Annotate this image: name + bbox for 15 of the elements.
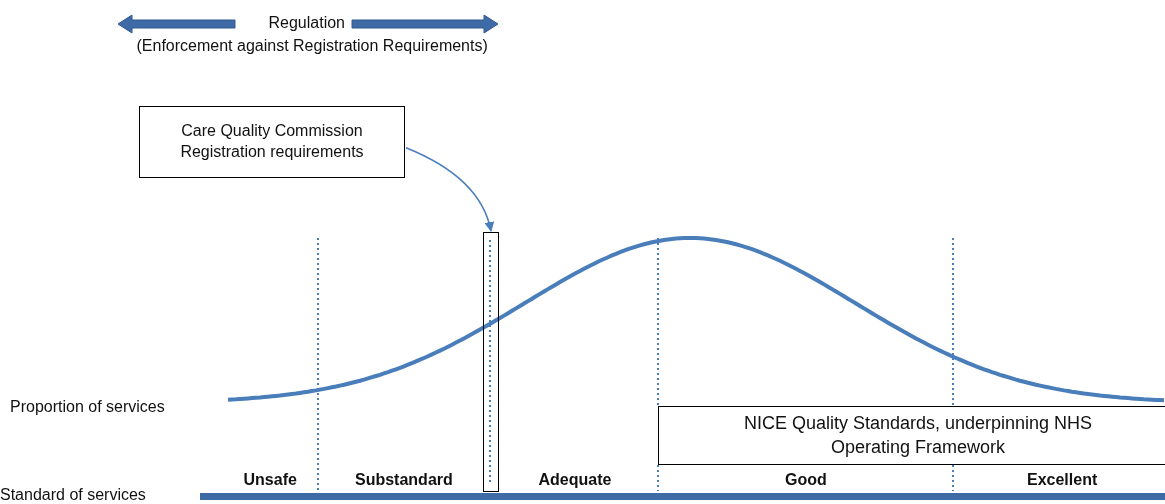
subheading-text: (Enforcement against Registration Requirements) (136, 37, 488, 55)
box-shape (483, 232, 499, 492)
arrow (405, 147, 494, 232)
category-label: Excellent (1027, 471, 1098, 489)
category-label: Unsafe (243, 471, 297, 489)
text-box (139, 106, 405, 178)
box-text: NICE Quality Standards, underpinning NHS Operating Framework (742, 412, 1094, 459)
axis-label: Proportion of services (10, 398, 165, 416)
category-label: Adequate (538, 471, 612, 489)
category-label: Substandard (355, 471, 453, 489)
category-label: Good (785, 471, 827, 489)
text-box (658, 406, 1165, 465)
box-text: Care Quality Commission Registration requirements (179, 121, 365, 162)
heading-text: Regulation (268, 14, 345, 32)
axis-label: Standard of services (0, 486, 146, 504)
